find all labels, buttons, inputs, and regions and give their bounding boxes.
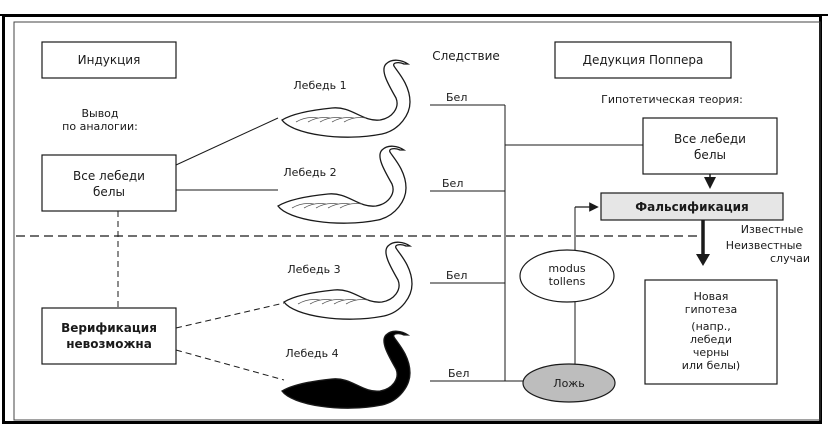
new-hypothesis-line-1: Новая	[694, 290, 729, 303]
swan1-feather	[319, 117, 343, 123]
deduction-box	[554, 41, 732, 79]
new-hypothesis-line-3: (напр.,	[691, 320, 730, 333]
link-swan4	[175, 349, 285, 381]
theory-text-1: Все лебеди	[674, 132, 746, 146]
swan1-icon	[281, 59, 411, 138]
new-hypothesis-line-4: лебеди	[690, 333, 732, 346]
unknown-text-1: Неизвестные	[726, 239, 803, 252]
swan2-feather	[291, 203, 315, 209]
deduction-title: Дедукция Поппера	[583, 53, 704, 67]
known-text: Известные	[741, 223, 804, 236]
swan1-label: Лебедь 1	[293, 79, 346, 92]
swan3-feather	[321, 299, 345, 305]
theory-box	[642, 117, 778, 175]
analogy-text-1: Вывод	[81, 107, 118, 120]
new-hypothesis-line-2: гипотеза	[685, 303, 738, 316]
swan3-feather	[309, 299, 333, 305]
unknown-text-2: случаи	[770, 252, 810, 265]
swan4-icon	[281, 330, 411, 409]
swan3-feather	[345, 299, 369, 305]
verification-text-2: невозможна	[66, 337, 152, 351]
modus-tollens-text-1: modus	[548, 262, 585, 275]
swan4-consequence: Бел	[448, 367, 469, 380]
swan-group	[277, 59, 413, 409]
new-hypothesis-line-6: или белы)	[682, 359, 740, 372]
inner-border	[13, 21, 821, 421]
theory-text-2: белы	[694, 148, 726, 162]
hypothetical-theory-text: Гипотетическая теория:	[601, 93, 743, 106]
induction-box	[41, 41, 177, 79]
swan3-feather	[333, 299, 357, 305]
induction-title: Индукция	[78, 53, 141, 67]
falsification-text: Фальсификация	[635, 200, 748, 214]
swan1-feather	[331, 117, 355, 123]
induction-all-swans-text-1: Все лебеди	[73, 169, 145, 183]
link-swan3	[175, 302, 285, 329]
swan2-feather	[303, 203, 327, 209]
verification-box	[41, 307, 177, 365]
swan2-icon	[277, 145, 407, 224]
link-swan1	[175, 117, 279, 166]
falsification-down-arrowhead	[696, 254, 710, 266]
verification-text-1: Верификация	[61, 321, 157, 335]
swan3-label: Лебедь 3	[287, 263, 340, 276]
swan4-label: Лебедь 4	[285, 347, 338, 360]
swan1-feather	[343, 117, 367, 123]
induction-all-swans-text-2: белы	[93, 185, 125, 199]
swan2-label: Лебедь 2	[283, 166, 336, 179]
analogy-text-2: по аналогии:	[62, 120, 138, 133]
swan1-feather	[307, 117, 331, 123]
modus-tollens-ellipse	[519, 249, 615, 303]
swan3-feather	[297, 299, 321, 305]
swan1-consequence: Бел	[446, 91, 467, 104]
new-hypothesis-box	[644, 279, 778, 385]
swan3-consequence: Бел	[446, 269, 467, 282]
modus-tollens-text-2: tollens	[549, 275, 586, 288]
swan2-feather	[315, 203, 339, 209]
swan3-icon	[283, 241, 413, 320]
swan2-feather	[327, 203, 351, 209]
consequence-header: Следствие	[432, 49, 500, 63]
swan2-consequence: Бел	[442, 177, 463, 190]
swan1-feather	[295, 117, 319, 123]
new-hypothesis-line-5: черны	[693, 346, 729, 359]
false-ellipse	[522, 363, 616, 403]
false-text: Ложь	[553, 377, 584, 390]
swan2-feather	[339, 203, 363, 209]
induction-all-swans-box	[41, 154, 177, 212]
falsification-box	[600, 192, 784, 221]
